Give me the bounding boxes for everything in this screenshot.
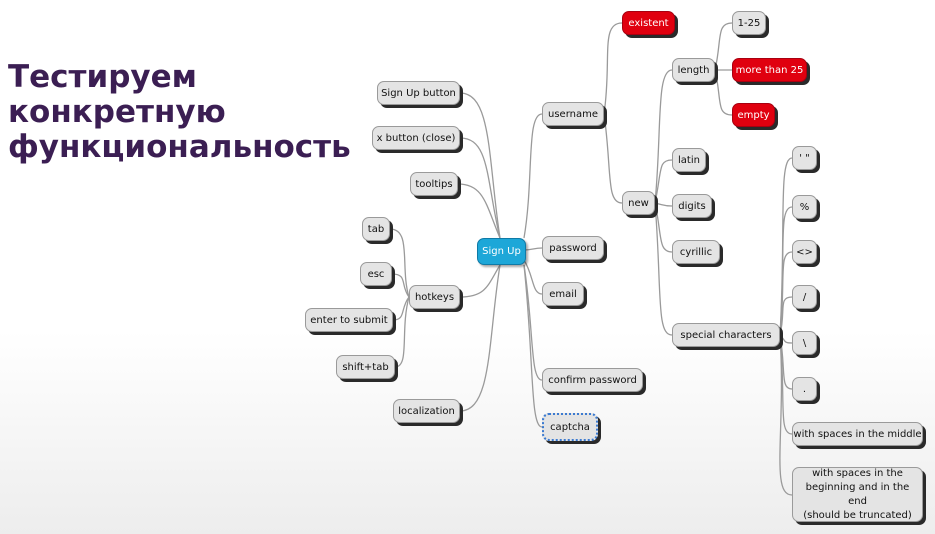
edge-root-localization: [459, 264, 501, 412]
edge-root-hotkeys: [459, 264, 501, 298]
edge-special-edges: [779, 334, 793, 496]
title-line-2: конкретную: [8, 94, 226, 130]
node-cyrillic[interactable]: cyrillic: [672, 240, 720, 264]
node-confirm-password[interactable]: confirm password: [542, 368, 643, 392]
spaces-edges-line-2: beginning and in the end: [805, 481, 910, 507]
edge-root-password: [523, 247, 543, 251]
edge-new-length: [654, 69, 673, 204]
node-email[interactable]: email: [542, 282, 584, 306]
title-line-1: Тестируем: [8, 59, 197, 95]
node-esc[interactable]: esc: [360, 262, 392, 286]
node-sign-up[interactable]: Sign Up: [477, 238, 526, 265]
edge-root-captcha: [523, 264, 543, 428]
edge-root-signup-button: [459, 92, 501, 239]
node-hotkeys[interactable]: hotkeys: [409, 285, 460, 309]
node-percent[interactable]: %: [792, 195, 817, 219]
edge-special-angle: [779, 251, 793, 336]
node-dot[interactable]: .: [792, 377, 817, 401]
node-tab[interactable]: tab: [362, 217, 390, 241]
edge-username-existent: [603, 22, 623, 115]
node-spaces-edges[interactable]: with spaces in the beginning and in the …: [792, 467, 923, 522]
node-shift-tab[interactable]: shift+tab: [336, 355, 395, 379]
edge-root-x-button: [459, 137, 501, 239]
spaces-edges-line-3: (should be truncated): [803, 509, 912, 521]
node-x-button-close[interactable]: x button (close): [372, 126, 460, 150]
node-spaces-middle[interactable]: with spaces in the middle: [792, 422, 923, 446]
node-slash[interactable]: /: [792, 285, 817, 309]
node-captcha[interactable]: captcha: [542, 413, 598, 441]
node-localization[interactable]: localization: [393, 399, 460, 423]
node-sign-up-button[interactable]: Sign Up button: [377, 81, 460, 105]
node-username[interactable]: username: [542, 102, 604, 126]
node-existent[interactable]: existent: [622, 11, 675, 35]
node-digits[interactable]: digits: [672, 194, 712, 218]
node-password[interactable]: password: [542, 236, 604, 260]
edge-length-empty: [714, 69, 733, 116]
node-new[interactable]: new: [622, 191, 655, 215]
node-enter-to-submit[interactable]: enter to submit: [305, 308, 393, 332]
edge-hotkeys-esc: [391, 273, 410, 298]
node-tooltips[interactable]: tooltips: [410, 172, 458, 196]
edge-special-backslash: [779, 334, 793, 344]
node-backslash[interactable]: \: [792, 331, 817, 355]
node-1-25[interactable]: 1-25: [732, 11, 766, 35]
edge-root-username: [523, 113, 543, 239]
node-quotes[interactable]: ' ": [792, 146, 817, 170]
edge-root-confirm: [523, 264, 543, 381]
edge-new-cyrillic: [654, 202, 673, 253]
spaces-edges-line-1: with spaces in the: [812, 467, 903, 479]
node-length[interactable]: length: [672, 58, 715, 82]
edge-username-new: [603, 113, 623, 204]
title-line-3: функциональность: [8, 129, 351, 165]
edge-new-digits: [654, 202, 673, 207]
edge-root-tooltips: [457, 183, 501, 239]
edge-new-special: [654, 202, 673, 336]
edge-hotkeys-enter: [392, 296, 410, 321]
edge-root-email: [523, 259, 543, 295]
node-angle-brackets[interactable]: <>: [792, 240, 817, 264]
edge-new-latin: [654, 159, 673, 204]
edge-length-1-25: [714, 22, 733, 71]
slide-title: Тестируем конкретную функциональность: [8, 60, 368, 165]
node-empty[interactable]: empty: [732, 103, 775, 127]
node-more-than-25[interactable]: more than 25: [732, 58, 807, 82]
node-special-characters[interactable]: special characters: [672, 323, 780, 347]
node-latin[interactable]: latin: [672, 148, 706, 172]
edge-hotkeys-tab: [389, 228, 410, 298]
edge-hotkeys-shift-tab: [394, 296, 410, 368]
edge-special-slash: [779, 296, 793, 336]
